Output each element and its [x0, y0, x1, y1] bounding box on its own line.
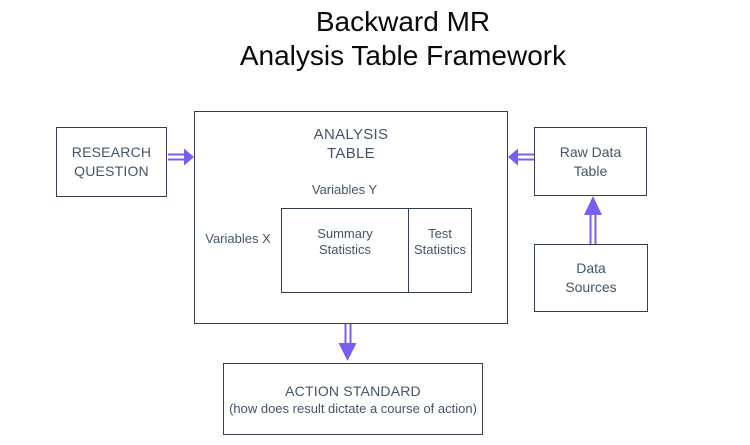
- raw-data-table-label-line1: Raw Data: [559, 143, 622, 160]
- page-title-line2: Analysis Table Framework: [239, 40, 567, 71]
- statistics-table: Summary Statistics Test Statistics: [281, 208, 472, 293]
- research-question-label-line2: QUESTION: [74, 163, 149, 179]
- page-title: Backward MR Analysis Table Framework: [53, 5, 750, 73]
- page-title-line1: Backward MR: [315, 6, 491, 37]
- test-statistics-cell: Test Statistics: [409, 209, 471, 292]
- data-sources-label-line1: Data: [576, 260, 606, 276]
- summary-statistics-cell: Summary Statistics: [282, 209, 409, 292]
- data-sources-box: Data Sources: [534, 244, 648, 312]
- research-question-box: RESEARCH QUESTION: [56, 127, 167, 197]
- variables-y-label: Variables Y: [311, 182, 378, 197]
- arrow-left-icon: [508, 148, 534, 166]
- arrow-right-icon: [168, 148, 194, 166]
- raw-data-table-label-line2: Table: [573, 162, 608, 179]
- arrow-down-icon: [338, 324, 357, 361]
- arrow-up-icon: [584, 196, 602, 244]
- analysis-table-box: ANALYSIS TABLE Variables Y Variables X S…: [194, 111, 508, 324]
- data-sources-label-line2: Sources: [565, 279, 617, 295]
- analysis-table-title: ANALYSIS TABLE: [195, 125, 507, 163]
- test-statistics-line1: Test: [428, 226, 452, 241]
- variables-x-label: Variables X: [205, 231, 271, 246]
- action-standard-sublabel: (how does result dictate a course of act…: [229, 400, 477, 416]
- analysis-table-title-line1: ANALYSIS: [313, 126, 389, 143]
- action-standard-box: ACTION STANDARD (how does result dictate…: [223, 363, 483, 435]
- research-question-label-line1: RESEARCH: [71, 144, 152, 160]
- action-standard-label: ACTION STANDARD: [285, 382, 421, 399]
- test-statistics-line2: Statistics: [413, 241, 466, 257]
- summary-statistics-line2: Statistics: [318, 241, 371, 257]
- raw-data-table-box: Raw Data Table: [534, 127, 647, 196]
- analysis-table-title-line2: TABLE: [327, 145, 375, 162]
- summary-statistics-line1: Summary: [317, 226, 373, 241]
